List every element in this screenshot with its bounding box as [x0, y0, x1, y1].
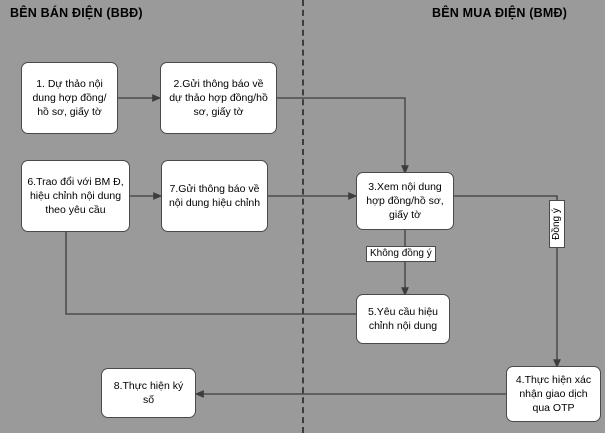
vertical-divider: [302, 0, 304, 433]
edge-label-disagree: Không đồng ý: [366, 246, 436, 262]
process-node-8[interactable]: 8.Thực hiện ký số: [101, 368, 196, 418]
column-header-seller: BÊN BÁN ĐIỆN (BBĐ): [10, 6, 143, 20]
process-node-1[interactable]: 1. Dự thảo nội dung hợp đồng/ hồ sơ, giấ…: [21, 62, 118, 134]
process-node-6[interactable]: 6.Trao đổi với BM Đ, hiệu chỉnh nội dung…: [21, 160, 130, 232]
process-node-7[interactable]: 7.Gửi thông báo về nội dung hiệu chỉnh: [161, 160, 268, 232]
column-header-buyer: BÊN MUA ĐIỆN (BMĐ): [432, 6, 568, 20]
edge-label-agree: Đồng ý: [549, 200, 565, 248]
process-node-2[interactable]: 2.Gửi thông báo về dự thảo hợp đồng/hồ s…: [160, 62, 277, 134]
process-node-4[interactable]: 4.Thực hiện xác nhận giao dịch qua OTP: [506, 366, 601, 422]
process-node-5[interactable]: 5.Yêu cầu hiệu chỉnh nội dung: [356, 294, 450, 344]
process-node-3[interactable]: 3.Xem nội dung hợp đồng/hồ sơ, giấy tờ: [356, 172, 454, 230]
